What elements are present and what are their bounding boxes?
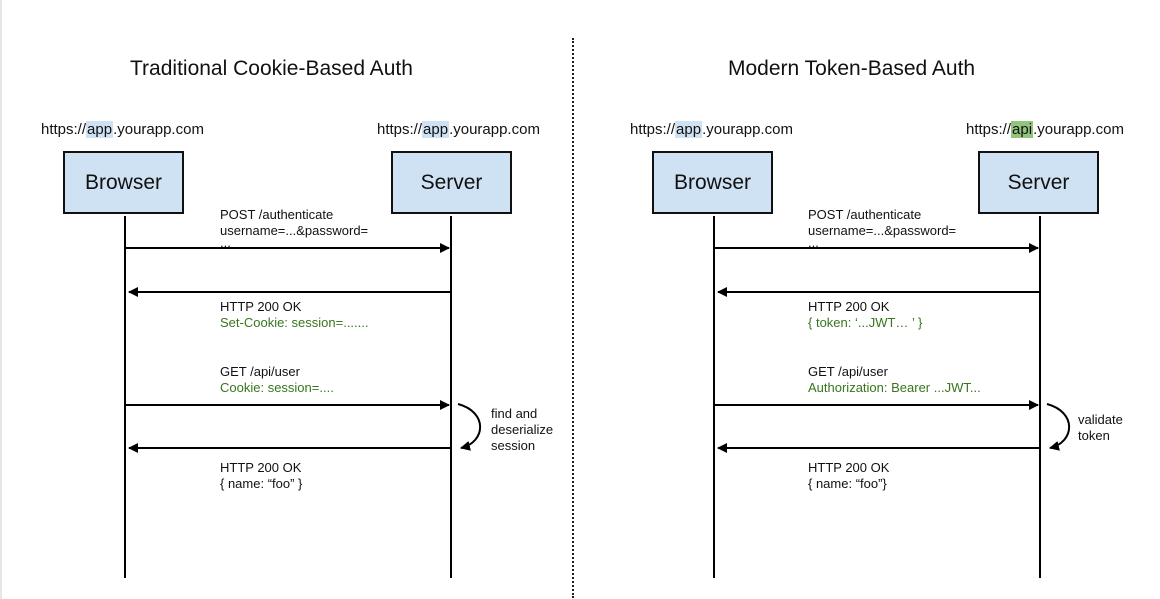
url-subdomain-highlight: app — [86, 121, 114, 138]
left-frame-border — [0, 0, 2, 599]
right-server-box: Server — [978, 151, 1099, 214]
left-browser-url: https://app.yourapp.com — [41, 121, 204, 138]
note-line: session — [491, 438, 536, 453]
message-line: ... — [808, 235, 819, 250]
message-line: POST /authenticate — [220, 207, 334, 222]
url-suffix: .yourapp.com — [449, 121, 540, 138]
message-line: HTTP 200 OK — [808, 460, 890, 475]
url-suffix: .yourapp.com — [113, 121, 204, 138]
right-server-url: https://api.yourapp.com — [966, 121, 1124, 138]
left-browser-box: Browser — [63, 151, 184, 214]
message-line: HTTP 200 OK — [808, 299, 890, 314]
right-self-arrow — [1046, 403, 1071, 451]
note-line: find and — [491, 406, 538, 421]
message-line: HTTP 200 OK — [220, 460, 302, 475]
right-self-note: validate token — [1078, 412, 1123, 444]
message-line: ... — [220, 235, 231, 250]
message-line-secondary: { token: ‘...JWT… ’ } — [808, 315, 923, 330]
left-server-box: Server — [391, 151, 512, 214]
server-label: Server — [420, 170, 483, 194]
message-line: GET /api/user — [808, 364, 888, 379]
left-self-note: find and deserialize session — [491, 406, 553, 454]
message-line-secondary: Cookie: session=.... — [220, 380, 334, 395]
message-line: { name: “foo”} — [808, 476, 887, 491]
message-line: username=...&password= — [220, 223, 369, 238]
note-line: validate — [1078, 412, 1123, 427]
right-message-token: HTTP 200 OK { token: ‘...JWT… ’ } — [808, 299, 922, 331]
right-message-get: GET /api/user Authorization: Bearer ...J… — [808, 364, 981, 396]
note-line: token — [1078, 428, 1110, 443]
left-title: Traditional Cookie-Based Auth — [130, 57, 413, 80]
browser-label: Browser — [84, 170, 163, 194]
left-message-post: POST /authenticate username=...&password… — [220, 207, 369, 250]
right-message-response: HTTP 200 OK { name: “foo”} — [808, 460, 889, 492]
url-subdomain-highlight: api — [1011, 121, 1034, 138]
note-line: deserialize — [491, 422, 554, 437]
url-prefix: https:// — [377, 121, 423, 138]
url-suffix: .yourapp.com — [1033, 121, 1124, 138]
message-line: HTTP 200 OK — [220, 299, 302, 314]
message-line-secondary: Authorization: Bearer ...JWT... — [808, 380, 981, 395]
left-server-url: https://app.yourapp.com — [377, 121, 540, 138]
message-line-secondary: Set-Cookie: session=....... — [220, 315, 369, 330]
left-self-arrow — [457, 403, 482, 451]
left-message-set-cookie: HTTP 200 OK Set-Cookie: session=....... — [220, 299, 368, 331]
message-line: GET /api/user — [220, 364, 300, 379]
right-message-post: POST /authenticate username=...&password… — [808, 207, 957, 250]
url-prefix: https:// — [41, 121, 87, 138]
message-line: username=...&password= — [808, 223, 957, 238]
url-prefix: https:// — [966, 121, 1012, 138]
url-prefix: https:// — [630, 121, 676, 138]
message-line: { name: “foo” } — [220, 476, 303, 491]
right-title: Modern Token-Based Auth — [728, 57, 976, 80]
url-subdomain-highlight: app — [422, 121, 450, 138]
url-suffix: .yourapp.com — [702, 121, 793, 138]
browser-label: Browser — [673, 170, 752, 194]
right-browser-url: https://app.yourapp.com — [630, 121, 793, 138]
url-subdomain-highlight: app — [675, 121, 703, 138]
left-message-get: GET /api/user Cookie: session=.... — [220, 364, 334, 396]
message-line: POST /authenticate — [808, 207, 922, 222]
left-message-response: HTTP 200 OK { name: “foo” } — [220, 460, 302, 492]
right-browser-box: Browser — [652, 151, 773, 214]
server-label: Server — [1007, 170, 1070, 194]
section-divider — [572, 38, 574, 598]
